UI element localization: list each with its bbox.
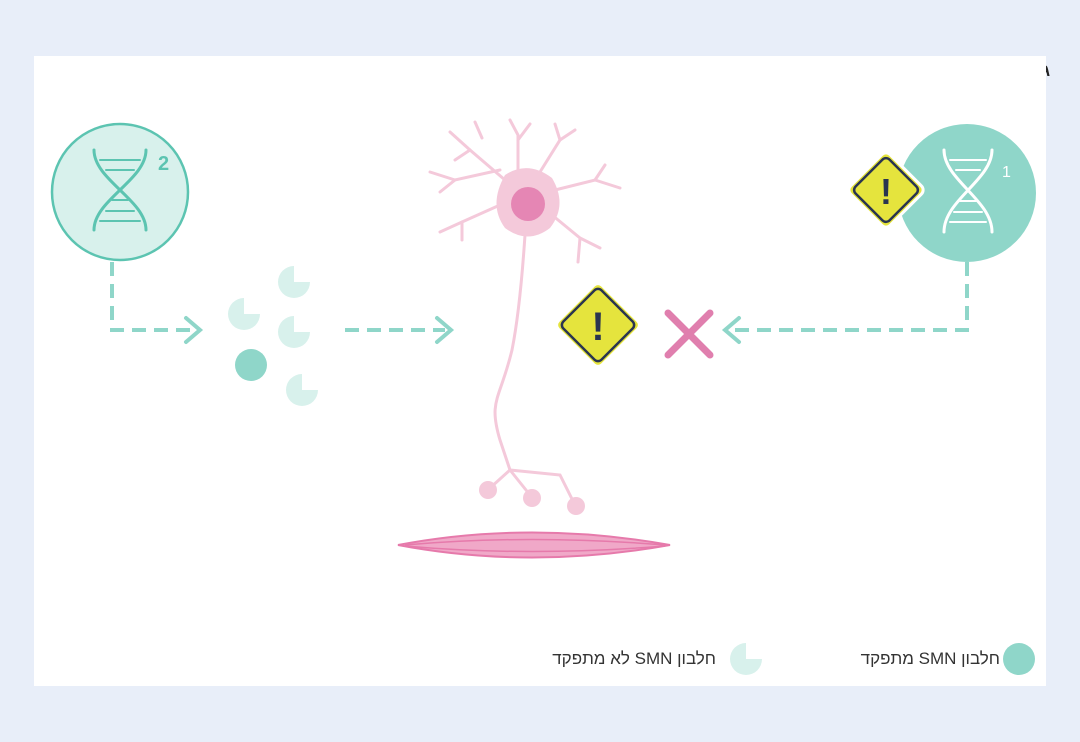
nonfunctional-smn-protein bbox=[228, 298, 260, 330]
functional-smn-protein bbox=[235, 349, 267, 381]
blocked-x-icon bbox=[664, 309, 714, 359]
smn2-label-suffix: לגיבוי bbox=[76, 61, 121, 80]
smn1-gene-name: SMN1 bbox=[984, 61, 1032, 80]
dna-helix-icon bbox=[942, 148, 994, 234]
smn2-dna-circle: 2 bbox=[50, 122, 190, 262]
smn2-arrow-head bbox=[184, 316, 204, 344]
nonfunctional-smn-protein bbox=[286, 374, 318, 406]
smn1-dna-circle: 1 bbox=[898, 124, 1036, 262]
axon-terminal bbox=[567, 497, 585, 515]
muscle-fiber-line bbox=[404, 538, 666, 546]
muscle-fiber-icon bbox=[397, 531, 671, 559]
smn1-label-suffix: חסר bbox=[946, 61, 981, 80]
neuron-soma bbox=[496, 168, 560, 237]
nonfunctional-smn-protein bbox=[278, 266, 310, 298]
neuron-nucleus bbox=[511, 187, 545, 221]
smn-protein-cluster bbox=[228, 266, 318, 406]
smn2-badge: 2 bbox=[158, 153, 169, 175]
legend-functional-marker bbox=[1003, 643, 1035, 675]
insufficient-smn-label-line1: כמויות לא מספיקות של חלבון bbox=[135, 515, 360, 534]
smn1-dashed-arrow bbox=[730, 262, 969, 332]
smn1-label-prefix: גן bbox=[1036, 61, 1050, 80]
motor-neuron-label: נוירון מוטורי פגום bbox=[463, 61, 597, 80]
nonfunctional-smn-protein bbox=[278, 316, 310, 348]
legend-nonfunctional-marker bbox=[730, 643, 762, 675]
smn2-gene-name: SMN2 bbox=[124, 61, 172, 80]
insufficient-smn-label-line2: SMN מתפקד (כ-10%) bbox=[195, 546, 360, 565]
dna-helix-icon bbox=[92, 148, 148, 232]
muscle-fiber-line bbox=[404, 545, 666, 553]
smn2-label-prefix: גן bbox=[176, 61, 190, 80]
smn1-warning-mark: ! bbox=[880, 171, 892, 212]
motor-neuron-icon bbox=[428, 118, 622, 507]
warning-icon: ! bbox=[555, 282, 641, 368]
axon-terminal bbox=[479, 481, 497, 499]
protein-to-neuron-arrow-head bbox=[435, 316, 455, 344]
axon-terminal bbox=[523, 489, 541, 507]
smn1-gene-label-line2: או פגום bbox=[971, 89, 1030, 108]
legend-functional-label: חלבון SMN מתפקד bbox=[860, 649, 1000, 668]
smn2-gene-label: גן SMN2 לגיבוי bbox=[40, 57, 190, 85]
panel-background bbox=[34, 56, 1046, 686]
smn1-badge: 1 bbox=[1002, 164, 1011, 181]
smn1-warning-icon: ! bbox=[847, 151, 925, 229]
warning-mark: ! bbox=[591, 305, 604, 349]
smn2-dashed-arrow bbox=[110, 262, 195, 332]
muscle-atrophy-label: ניוון שרירים bbox=[731, 533, 820, 552]
smn1-arrow-head bbox=[721, 316, 741, 344]
legend-nonfunctional-label: חלבון SMN לא מתפקד bbox=[552, 649, 716, 668]
smn1-gene-label: גן SMN1 חסר bbox=[940, 57, 1050, 85]
